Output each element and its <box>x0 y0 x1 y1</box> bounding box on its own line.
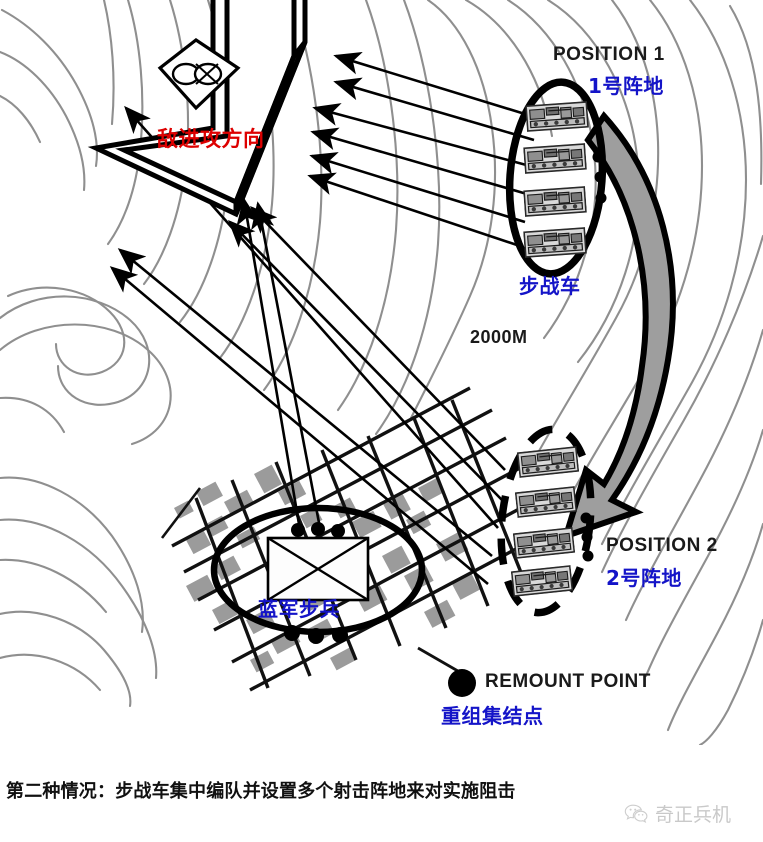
label-remount-point-cn: 重组集结点 <box>441 704 544 728</box>
position-2-unit-group <box>497 425 595 617</box>
label-ifv-cn: 步战车 <box>519 274 581 298</box>
label-position-2-en: POSITION 2 <box>606 535 718 556</box>
enemy-attack-arrow <box>87 0 308 218</box>
movement-arrow-position1-to-position2 <box>561 111 676 541</box>
map-graphics <box>0 0 763 745</box>
position-1-marker-dots <box>592 151 607 204</box>
label-position-1-cn: 1号阵地 <box>588 74 664 98</box>
fire-lines-position-1 <box>307 51 539 249</box>
position-1-unit-group <box>505 78 607 278</box>
label-enemy-attack-direction: 敌进攻方向 <box>157 127 265 151</box>
blue-force-infantry-unit <box>210 504 426 644</box>
infantry-marker-dots-top <box>291 522 345 538</box>
label-engagement-range: 2000M <box>470 327 528 347</box>
map-canvas: POSITION 1 1号阵地 POSITION 2 2号阵地 步战车 2000… <box>0 0 763 745</box>
label-remount-point-en: REMOUNT POINT <box>485 671 651 692</box>
remount-point-marker <box>448 669 476 697</box>
position-2-marker-dots <box>580 512 594 562</box>
label-position-1-en: POSITION 1 <box>553 44 665 65</box>
watermark-text: 奇正兵机 <box>655 804 732 826</box>
fire-lines-urban <box>236 197 322 531</box>
fire-lines-position-2 <box>109 105 506 585</box>
infantry-marker-dots-bottom <box>284 625 348 644</box>
label-position-2-cn: 2号阵地 <box>606 566 682 590</box>
label-blue-force-infantry: 蓝军步兵 <box>258 597 340 621</box>
figure-caption: 第二种情况：步战车集中编队并设置多个射击阵地来对实施阻击 <box>6 781 516 802</box>
enemy-unit-symbol <box>157 38 241 111</box>
watermark: 奇正兵机 <box>624 800 731 827</box>
wechat-icon <box>624 804 648 823</box>
